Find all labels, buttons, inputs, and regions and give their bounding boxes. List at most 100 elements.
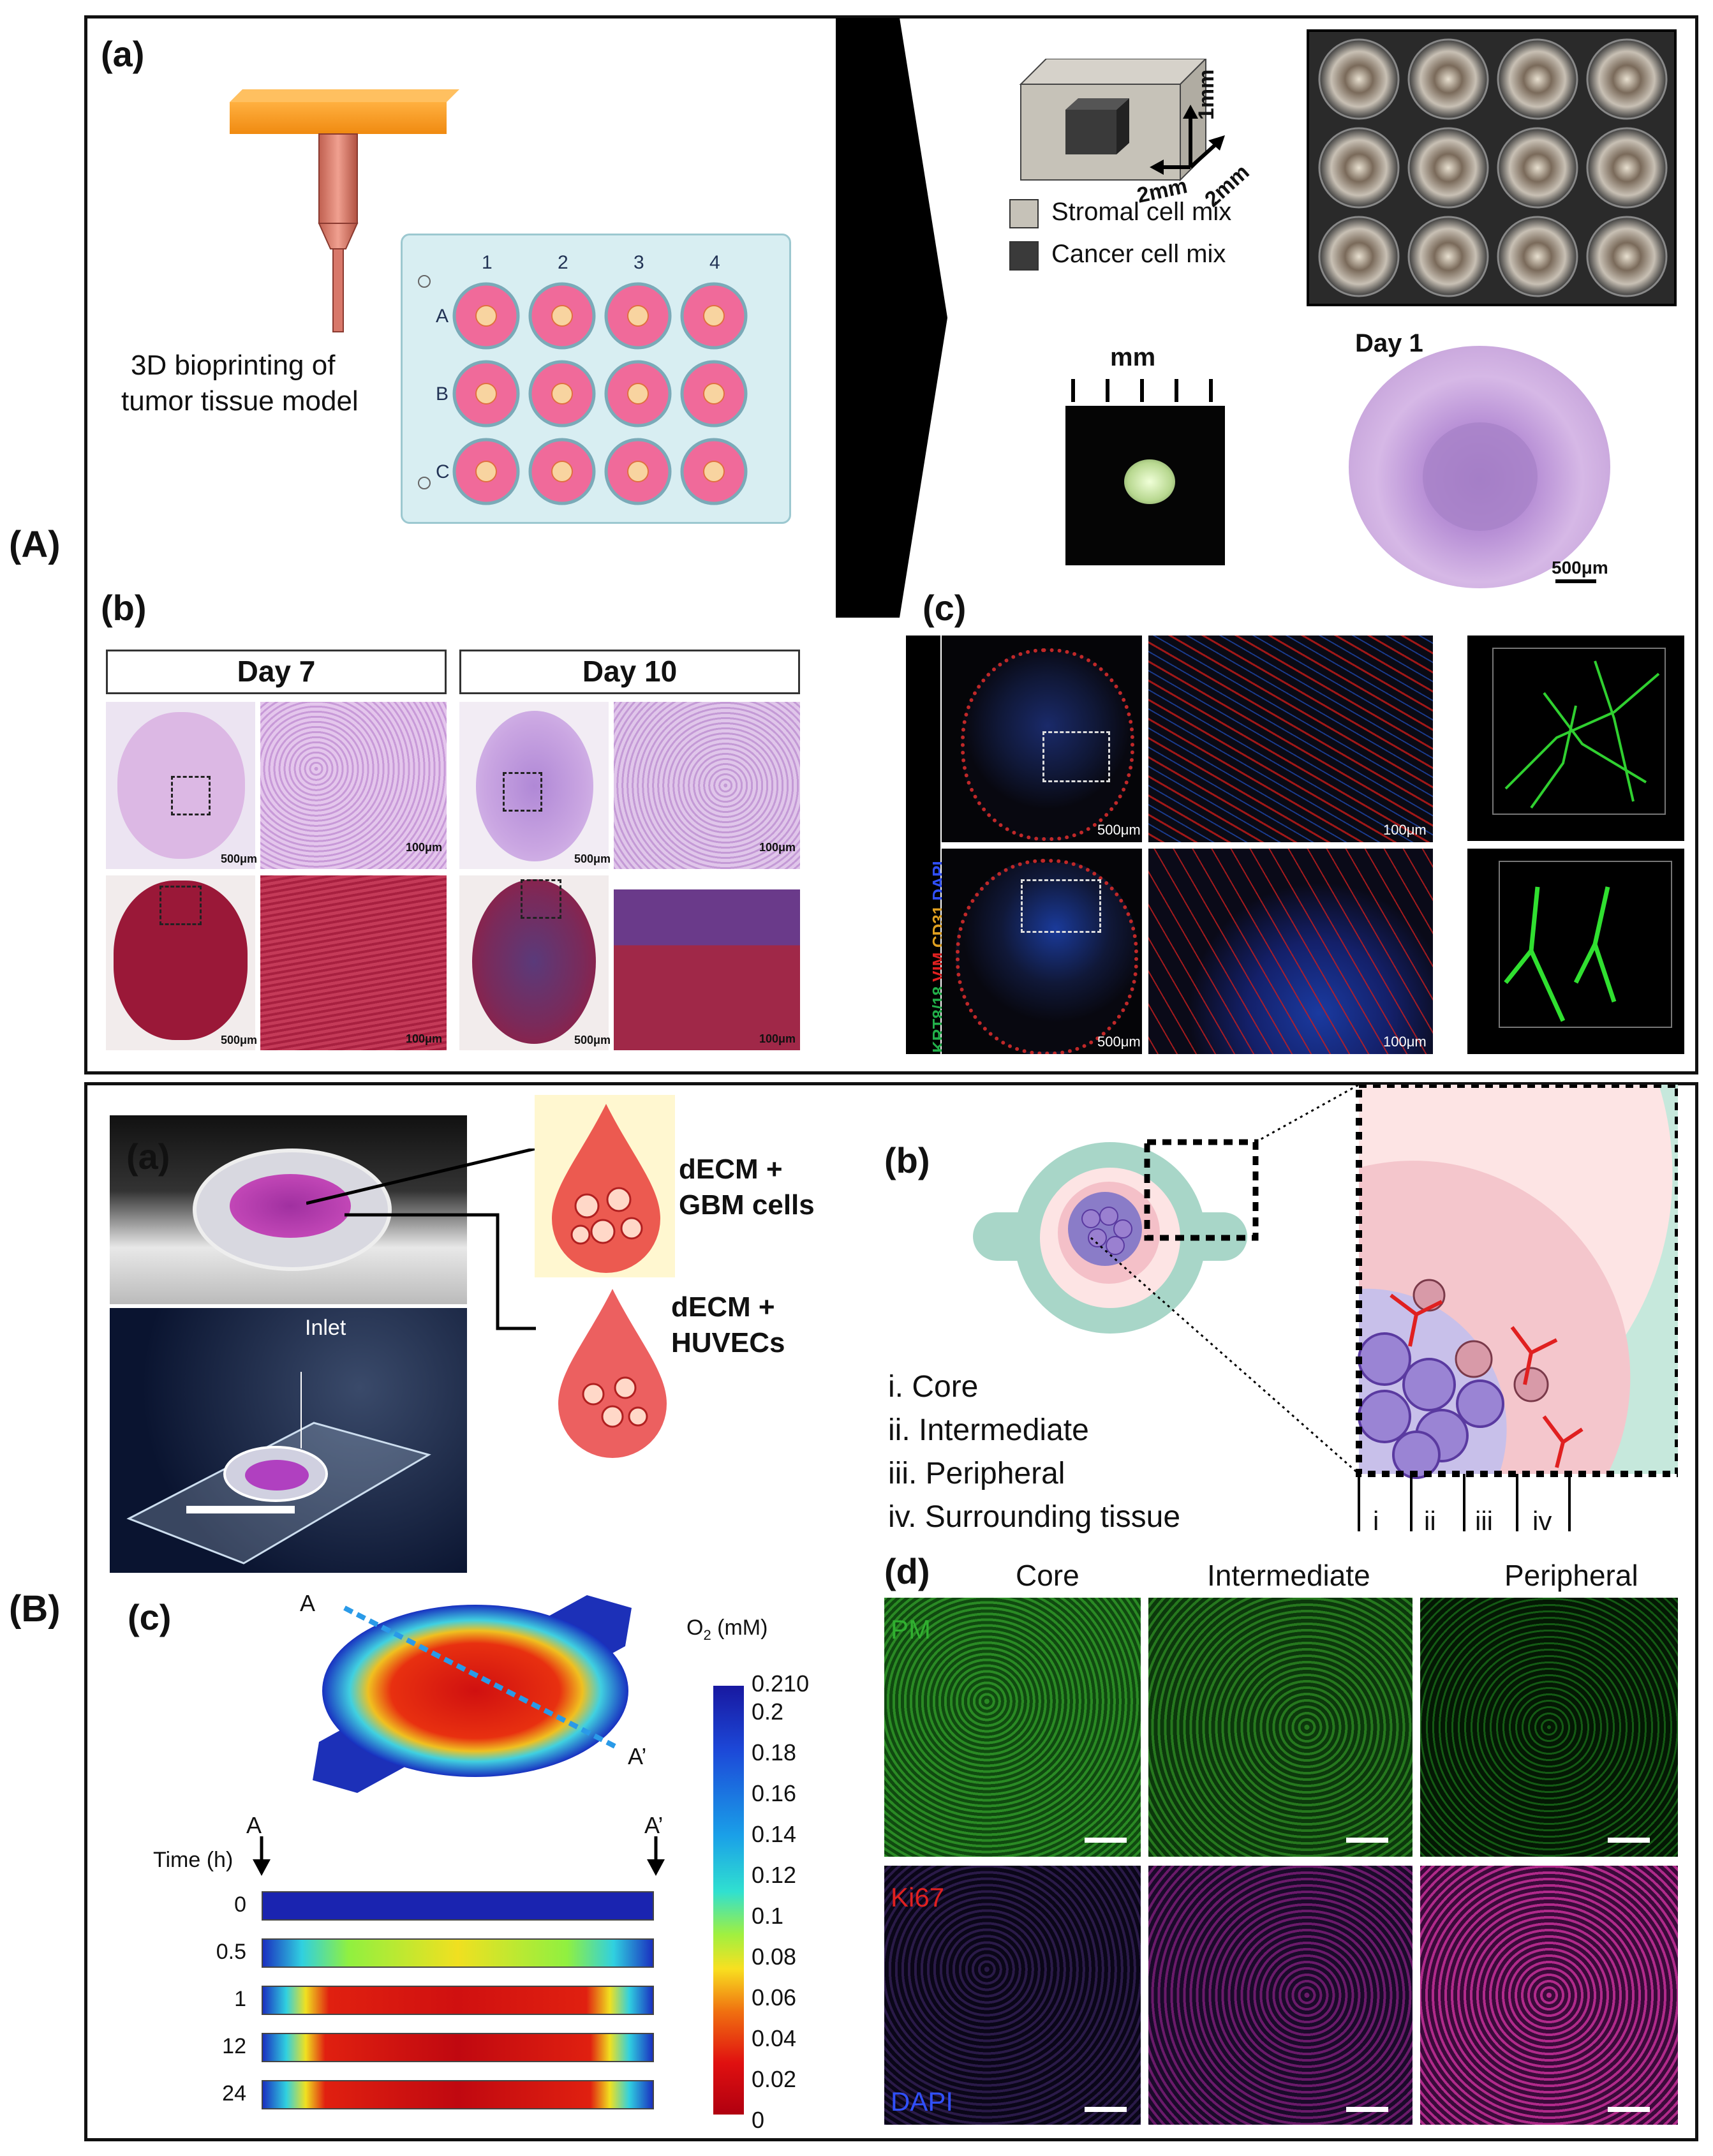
scale-100: 100μm [759, 841, 796, 854]
day1-scale-bar [1555, 579, 1596, 583]
ruler-mm-label: mm [1110, 343, 1156, 371]
stain-ki67: Ki67 [891, 1882, 945, 1912]
scale-bar [1346, 1838, 1388, 1843]
scale-500: 500μm [221, 852, 258, 865]
scale-bar [186, 1506, 295, 1513]
pm-intermediate [1148, 1598, 1413, 1857]
if-tissue [956, 859, 1138, 1054]
scale-bar [1608, 2107, 1650, 2112]
panel-B-b-label: (b) [884, 1140, 930, 1180]
cb-tick: 0.1 [752, 1903, 784, 1929]
roi-box [1021, 879, 1101, 933]
panel-A-c-label: (c) [923, 588, 967, 628]
o2-device-heatmap [313, 1595, 632, 1793]
if-fibers [1148, 849, 1433, 1054]
scale-bar [1608, 1838, 1650, 1843]
day7-he-overview [106, 702, 255, 869]
day10-he-tissue [476, 711, 593, 861]
vessel-3d-top [1467, 636, 1684, 841]
tick-i: i [1373, 1506, 1379, 1536]
cb-tick: 0.12 [752, 1862, 797, 1888]
stain-dapi: DAPI [891, 2086, 954, 2116]
scale-100: 100μm [406, 841, 443, 854]
panel-B-d-label: (d) [884, 1551, 930, 1591]
droplet-huvec-icon [558, 1289, 667, 1458]
black-arrow-divider [836, 18, 947, 618]
stain-pm: PM [891, 1614, 931, 1644]
plate-col-1: 1 [482, 252, 493, 273]
if-overview-bottom [942, 849, 1142, 1054]
time-24: 24 [222, 2081, 246, 2106]
bioprint-caption-line1: 3D bioprinting of [131, 350, 336, 381]
day7-he-tissue [117, 712, 245, 859]
tick-iii: iii [1475, 1506, 1493, 1536]
day10-trichrome-zoom [614, 875, 800, 1050]
scale-500: 500μm [1097, 822, 1141, 838]
cb-tick: 0.210 [752, 1670, 810, 1697]
day10-he-overview [459, 702, 609, 869]
o2-bar-0.5h [262, 1938, 654, 1968]
section-start: A [246, 1812, 262, 1838]
ki67-core [884, 1866, 1141, 2125]
plate-notch-icon [418, 275, 431, 288]
well-plate-photo [1307, 29, 1677, 306]
cb-tick: 0.06 [752, 1984, 797, 2011]
scale-500: 500μm [574, 852, 611, 865]
day10-trichrome-overview [459, 875, 609, 1050]
device-slide-icon [126, 1372, 431, 1565]
cb-tick: 0.16 [752, 1780, 797, 1806]
panel-A-a-label: (a) [101, 34, 145, 74]
region-intermediate: ii. Intermediate [888, 1413, 1089, 1447]
ki67-peripheral [1420, 1866, 1678, 2125]
time-header: Time (h) [153, 1848, 234, 1872]
roi-box [171, 776, 211, 815]
dim-height: 1mm [1194, 69, 1219, 120]
panel-B-frame [84, 1082, 1698, 2141]
plate-col-4: 4 [709, 252, 720, 273]
row-label-B: (B) [9, 1588, 61, 1630]
plate-col-2: 2 [558, 252, 568, 273]
connector-lines [306, 1149, 537, 1330]
cb-tick: 0.02 [752, 2066, 797, 2092]
region-peripheral: iii. Peripheral [888, 1457, 1065, 1491]
pm-core [884, 1598, 1141, 1857]
legend-cancer: Cancer cell mix [1051, 240, 1226, 268]
legend-stromal: Stromal cell mix [1051, 198, 1232, 226]
construct-blob [1124, 459, 1175, 504]
vessel-network-icon [1499, 861, 1672, 1028]
cb-tick: 0.04 [752, 2025, 797, 2051]
if-zoom-bottom [1148, 849, 1433, 1054]
legend-swatch-stromal [1009, 199, 1039, 228]
well-plate: 1 2 3 4 A B C [401, 234, 791, 524]
plate-notch-icon [418, 477, 431, 489]
day10-tri-tissue [472, 879, 596, 1044]
scale-100: 100μm [759, 1032, 796, 1045]
colorbar-title-sub: 2 [703, 1626, 711, 1643]
scale-bar [1085, 2107, 1127, 2112]
day1-scale: 500μm [1552, 558, 1608, 577]
o2-bar-1h [262, 1986, 654, 2015]
tick-ii: ii [1424, 1506, 1436, 1536]
day7-trichrome-zoom [260, 875, 447, 1050]
section-start-top: A [300, 1590, 316, 1616]
panel-A-b-label: (b) [101, 588, 147, 628]
bioprinter-head-icon [230, 89, 459, 332]
roi-box [1042, 731, 1110, 782]
plate-row-A: A [436, 306, 449, 327]
scale-bar [1085, 1838, 1127, 1843]
drop1-line2: GBM cells [679, 1189, 815, 1221]
region-surrounding: iv. Surrounding tissue [888, 1500, 1181, 1534]
section-end-top: A’ [628, 1743, 647, 1769]
device-gel [230, 1174, 351, 1238]
ki67-intermediate [1148, 1866, 1413, 2125]
drop2-line2: HUVECs [671, 1327, 785, 1358]
o2-bar-0h [262, 1891, 654, 1921]
day7-tri-tissue [114, 881, 248, 1040]
vessel-network-icon [1492, 648, 1666, 815]
pm-peripheral [1420, 1598, 1678, 1857]
time-12: 12 [222, 2034, 246, 2058]
day10-he-zoom [614, 702, 800, 869]
col-intermediate: Intermediate [1207, 1559, 1370, 1592]
day7-trichrome-overview [106, 875, 255, 1050]
tumor-zone-schematic [973, 1085, 1678, 1531]
